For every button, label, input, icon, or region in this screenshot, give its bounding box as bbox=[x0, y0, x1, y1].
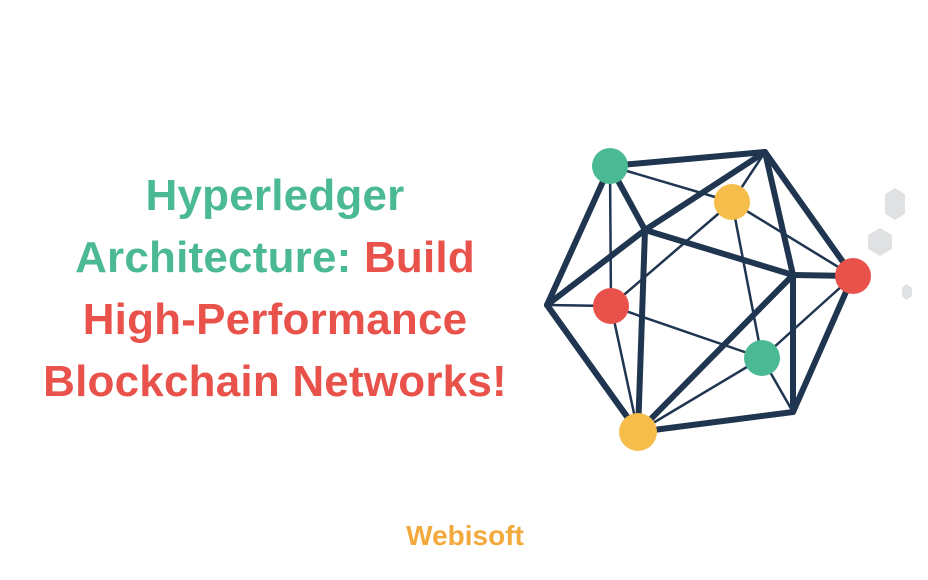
node-teal-bottom bbox=[744, 340, 780, 376]
brand-logo-text: Webisoft bbox=[406, 520, 524, 551]
headline: Hyperledger Architecture: Build High-Per… bbox=[20, 165, 530, 413]
node-yellow-bottom bbox=[619, 413, 657, 451]
headline-line-2-coral: Build bbox=[363, 233, 475, 282]
network-nodes bbox=[592, 148, 871, 451]
node-teal-top bbox=[592, 148, 628, 184]
node-coral-right bbox=[835, 258, 871, 294]
network-edges bbox=[544, 149, 856, 435]
hyperledger-icosahedron-icon bbox=[544, 148, 912, 451]
headline-line-3: High-Performance bbox=[82, 295, 468, 344]
background-hexagons bbox=[868, 188, 912, 300]
headline-line-1: Hyperledger bbox=[145, 171, 405, 220]
node-yellow-top bbox=[714, 184, 750, 220]
headline-line-2: Architecture: Build bbox=[20, 227, 530, 289]
headline-line-2-teal: Architecture: bbox=[75, 233, 364, 282]
node-coral-left bbox=[593, 288, 629, 324]
headline-line-4: Blockchain Networks! bbox=[43, 357, 507, 406]
